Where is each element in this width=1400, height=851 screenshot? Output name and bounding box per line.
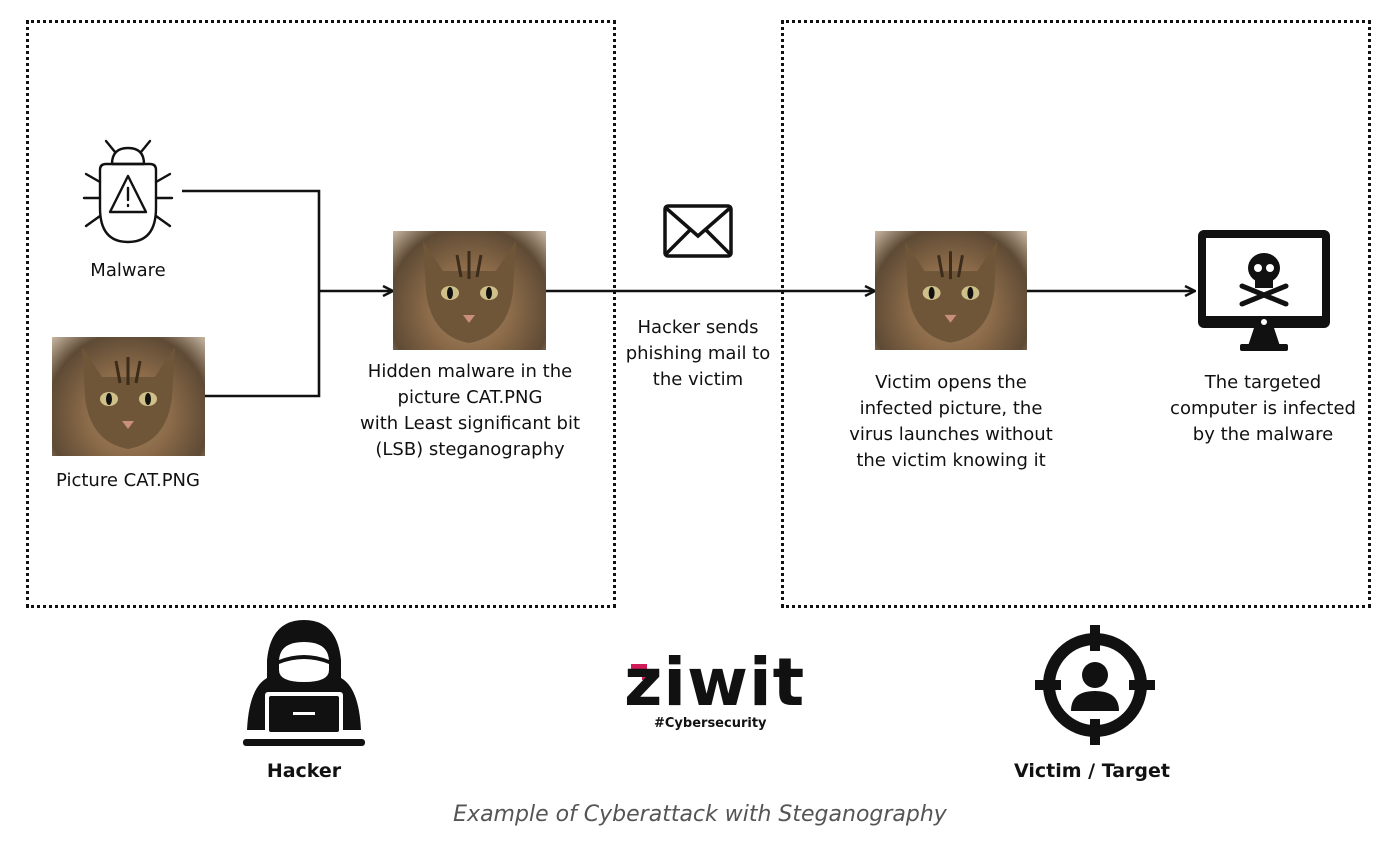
brand-name: ziwit bbox=[624, 644, 806, 721]
victim-zone bbox=[781, 20, 1371, 608]
figure-caption: Example of Cyberattack with Steganograph… bbox=[453, 802, 947, 827]
picture-connector bbox=[205, 291, 321, 398]
hooded-hacker-icon bbox=[243, 620, 365, 746]
cat-picture-infected bbox=[393, 231, 546, 350]
picture-label: Picture CAT.PNG bbox=[56, 470, 200, 491]
cat-picture-source bbox=[52, 337, 205, 456]
malware-label: Malware bbox=[90, 260, 166, 281]
bug-warning-icon bbox=[82, 139, 174, 244]
hacker-zone bbox=[26, 20, 616, 608]
brand-tagline: #Cybersecurity bbox=[654, 716, 767, 731]
skull-monitor-icon bbox=[1198, 230, 1330, 351]
mail-label: Hacker sends phishing mail to the victim bbox=[625, 317, 771, 390]
victim-label: Victim / Target bbox=[1014, 760, 1170, 782]
victim-opens-label: Victim opens the infected picture, the v… bbox=[849, 372, 1053, 471]
envelope-icon bbox=[663, 204, 733, 258]
brand-accent-mark bbox=[631, 664, 647, 680]
malware-connector bbox=[182, 189, 321, 291]
hidden-malware-label: Hidden malware in the picture CAT.PNG wi… bbox=[359, 361, 581, 460]
target-user-icon bbox=[1035, 625, 1155, 745]
brand-logo: ziwit #Cybersecurity bbox=[620, 644, 804, 738]
cat-picture-victim bbox=[875, 231, 1027, 350]
hacker-label: Hacker bbox=[266, 760, 342, 782]
infected-label: The targeted computer is infected by the… bbox=[1170, 372, 1356, 445]
